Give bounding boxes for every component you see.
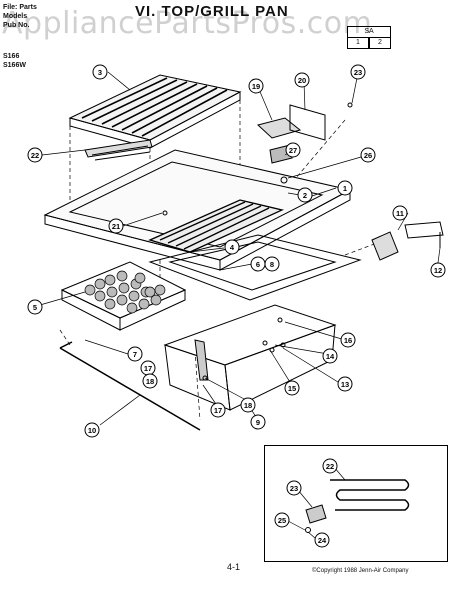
svg-text:19: 19 [252,82,260,91]
fasteners [162,210,286,381]
svg-text:13: 13 [341,380,349,389]
svg-text:26: 26 [364,151,372,160]
svg-text:20: 20 [298,76,306,85]
drip-pan [163,304,337,411]
svg-text:17: 17 [144,364,152,373]
svg-text:18: 18 [146,377,154,386]
callout-2: 2 [297,187,313,203]
watermark: AppliancePartsPros.com [2,6,373,41]
page-title: VI. TOP/GRILL PAN [135,3,289,20]
svg-text:22: 22 [31,151,39,160]
svg-text:9: 9 [256,418,260,427]
callout-12: 12 [430,262,446,278]
svg-text:6: 6 [256,260,260,269]
callout-19: 19 [248,78,264,94]
receptacle-bracket [371,221,444,261]
svg-text:12: 12 [434,266,442,275]
svg-text:11: 11 [396,209,404,218]
svg-text:5: 5 [33,303,37,312]
callout-6: 6 [250,256,266,272]
grill-rod [59,341,201,431]
svg-text:7: 7 [133,350,137,359]
svg-text:17: 17 [214,406,222,415]
top-frame [43,149,352,271]
svg-text:23: 23 [290,484,298,493]
callout-17b: 17 [210,402,226,418]
rock-tray [60,261,187,331]
grill-grate [68,74,242,149]
inset-callout-24: 24 [314,532,330,548]
callout-15: 15 [284,380,300,396]
svg-text:25: 25 [278,516,286,525]
svg-text:22: 22 [326,462,334,471]
grill-in-frame [148,199,284,253]
svg-text:8: 8 [270,260,274,269]
callout-11: 11 [392,205,408,221]
callout-20: 20 [294,72,310,88]
callout-21: 21 [108,218,124,234]
inset-parts [305,479,410,533]
model-label: Models [3,13,28,20]
callout-14: 14 [322,348,338,364]
svg-text:3: 3 [98,68,102,77]
svg-text:14: 14 [326,352,335,361]
copyright: ©Copyright 1988 Jenn-Air Company [312,568,409,574]
file-label: File: Parts [3,4,37,11]
callout-1: 1 [337,180,353,196]
callout-10: 10 [84,422,100,438]
callout-22: 22 [27,147,43,163]
callout-23: 23 [350,64,366,80]
doc-label: Pub No. [3,22,30,29]
callout-4: 4 [224,239,240,255]
model-s166w: S166W [3,62,26,69]
page-number: 4-1 [227,562,241,572]
svg-text:24: 24 [318,536,327,545]
svg-text:21: 21 [112,222,120,231]
inset-callout-22: 22 [322,458,338,474]
callout-3: 3 [92,64,108,80]
heating-element-top [84,139,153,161]
section-box-2: 2 [369,37,391,49]
callout-27: 27 [285,142,301,158]
inset-callout-23: 23 [286,480,302,496]
callout-7: 7 [127,346,143,362]
callout-18b: 18 [240,397,256,413]
svg-text:4: 4 [230,243,235,252]
inset-callout-25: 25 [274,512,290,528]
svg-text:2: 2 [303,191,307,200]
callout-18a: 18 [142,373,158,389]
inset-panel [264,445,448,562]
svg-text:18: 18 [244,401,252,410]
section-box-1: 1 [347,37,369,49]
svg-text:10: 10 [88,426,96,435]
svg-text:23: 23 [354,68,362,77]
upper-right-parts [256,102,353,184]
callout-17a: 17 [140,360,156,376]
callout-16: 16 [340,332,356,348]
callout-26: 26 [360,147,376,163]
callout-5: 5 [27,299,43,315]
callout-13: 13 [337,376,353,392]
svg-text:15: 15 [288,384,296,393]
svg-text:27: 27 [289,146,297,155]
svg-text:1: 1 [343,184,347,193]
model-s166: S166 [3,53,20,60]
callout-8: 8 [264,256,280,272]
callout-9: 9 [250,414,266,430]
svg-text:16: 16 [344,336,352,345]
